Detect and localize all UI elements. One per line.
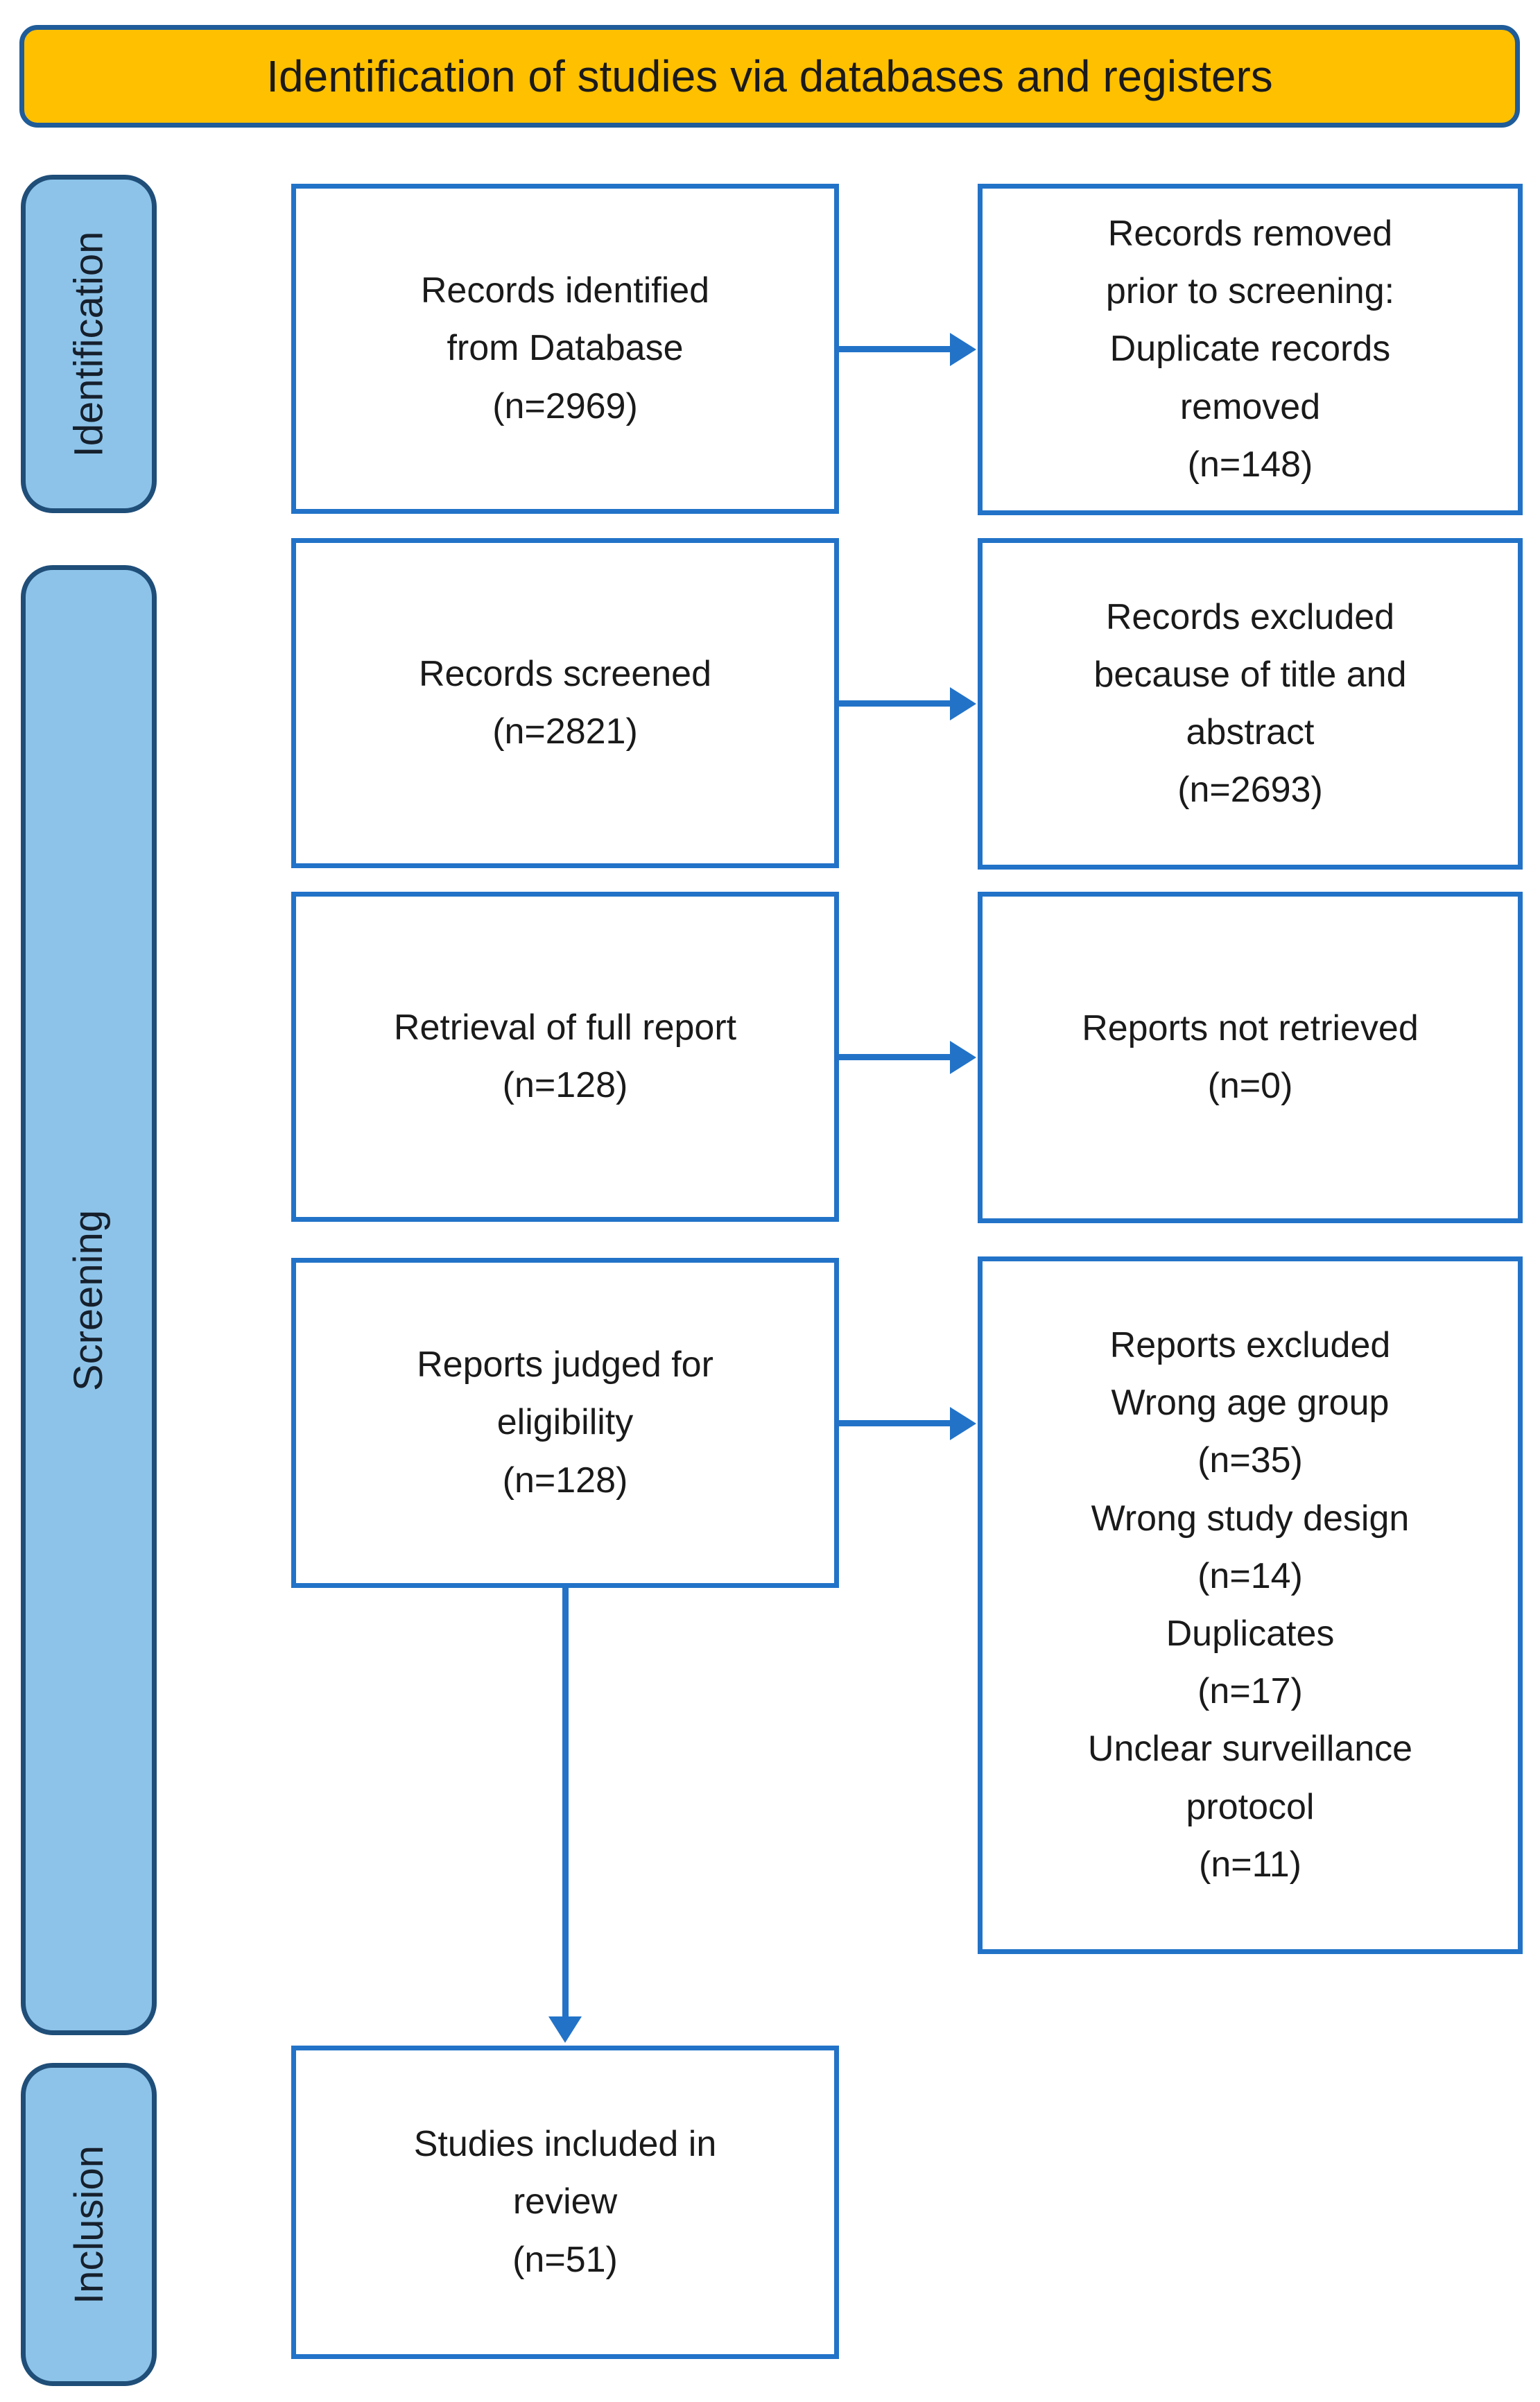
arrowhead-down-icon <box>548 2016 582 2043</box>
arrowhead-right-icon <box>950 1041 976 1074</box>
box-retrieval-of-full-report: Retrieval of full report (n=128) <box>291 892 839 1222</box>
box-records-removed-prior-to-screening: Records removed prior to screening: Dupl… <box>978 184 1523 515</box>
box-records-identified: Records identified from Database (n=2969… <box>291 184 839 514</box>
arrowhead-right-icon <box>950 333 976 366</box>
stage-screening-label: Screening <box>66 1209 112 1391</box>
box-reports-not-retrieved: Reports not retrieved (n=0) <box>978 892 1523 1223</box>
stage-identification-label: Identification <box>66 231 112 457</box>
stage-inclusion: Inclusion <box>21 2063 157 2386</box>
arrowhead-right-icon <box>950 687 976 720</box>
banner-title: Identification of studies via databases … <box>19 25 1520 128</box>
arrow-judged-to-included <box>562 1587 569 2018</box>
arrow-judged-to-excluded-reasons <box>838 1420 953 1426</box>
box-records-screened: Records screened (n=2821) <box>291 538 839 868</box>
box-reports-judged-for-eligibility: Reports judged for eligibility (n=128) <box>291 1258 839 1588</box>
box-studies-included-in-review: Studies included in review (n=51) <box>291 2046 839 2359</box>
stage-identification: Identification <box>21 175 157 513</box>
arrow-retrieval-to-not-retrieved <box>838 1054 953 1060</box>
arrowhead-right-icon <box>950 1407 976 1440</box>
arrow-identified-to-removed <box>838 346 953 352</box>
stage-screening: Screening <box>21 565 157 2035</box>
stage-inclusion-label: Inclusion <box>66 2145 112 2304</box>
box-reports-excluded-reasons: Reports excluded Wrong age group (n=35) … <box>978 1256 1523 1954</box>
arrow-screened-to-excluded <box>838 700 953 707</box>
box-records-excluded-title-abstract: Records excluded because of title and ab… <box>978 538 1523 870</box>
